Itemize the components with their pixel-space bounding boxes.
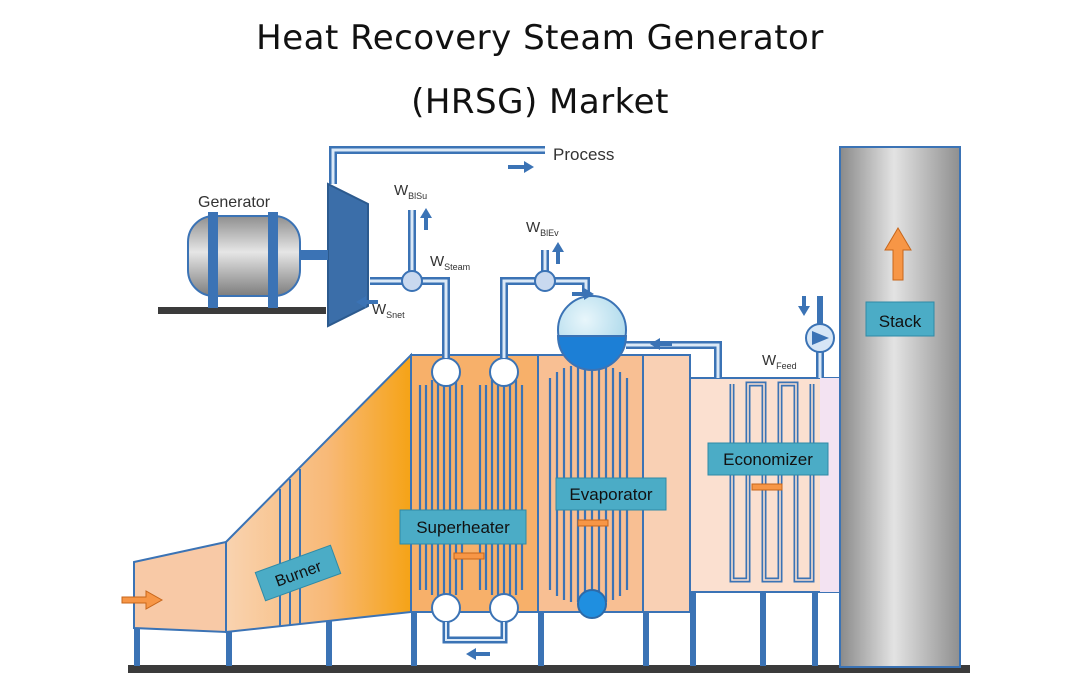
stack-gas-arrow	[884, 227, 912, 281]
generator-base	[158, 307, 326, 314]
process-flow-arrow	[508, 161, 534, 173]
stack	[839, 146, 961, 668]
process-label: Process	[553, 145, 614, 164]
economizer-label: Economizer	[723, 450, 813, 469]
superheater-gas-arrow	[453, 552, 485, 560]
w-feed-label: WFeed	[762, 352, 797, 371]
evaporator-gas-arrow	[577, 519, 609, 527]
economizer-out-arrow	[650, 338, 672, 350]
generator	[187, 215, 301, 297]
drum-feed-arrow	[572, 288, 594, 300]
steam-valve	[401, 270, 423, 292]
economizer-gas-arrow	[751, 483, 783, 491]
superheater-label-box	[399, 509, 527, 545]
superheater-section	[410, 354, 539, 613]
superheater-header-bottom-2	[489, 593, 519, 623]
inlet-gas-arrow	[121, 590, 164, 610]
burner-label-box	[254, 544, 342, 602]
mud-drum	[577, 589, 607, 619]
superheater-header-top-2	[489, 357, 519, 387]
superheater-crossover-pipe	[442, 622, 508, 644]
stack-label-box	[865, 301, 935, 337]
w-blsu-arrow	[420, 208, 432, 230]
superheater-tubes	[418, 378, 524, 598]
w-steam-label: WSteam	[430, 253, 470, 272]
superheater-header-top-1	[431, 357, 461, 387]
economizer-label-box	[707, 442, 829, 476]
support-legs	[134, 592, 818, 666]
ground-base	[128, 665, 970, 673]
w-snet-arrow	[356, 296, 378, 308]
evaporator-label: Evaporator	[569, 485, 652, 504]
w-feed-arrow	[798, 296, 810, 316]
evaporator-blowdown-valve	[534, 270, 556, 292]
flow-arrows	[356, 161, 810, 660]
turbine	[327, 182, 369, 328]
title-line-1: Heat Recovery Steam Generator	[256, 18, 824, 58]
title-line-2: (HRSG) Market	[411, 82, 669, 122]
w-snet-label: WSnet	[372, 301, 405, 320]
inlet-duct	[133, 540, 227, 634]
gas-flow-arrows	[121, 227, 912, 610]
superheater-header-bottom-1	[431, 593, 461, 623]
w-blsu-label: WBlSu	[394, 182, 427, 201]
w-blev-label: WBlEv	[526, 219, 559, 238]
evaporator-label-box	[555, 477, 667, 511]
stack-label: Stack	[879, 312, 922, 331]
w-blev-arrow	[552, 242, 564, 264]
crossover-arrow	[466, 648, 490, 660]
burner-duct	[225, 352, 412, 634]
superheater-label: Superheater	[416, 518, 510, 537]
generator-label: Generator	[198, 194, 271, 211]
